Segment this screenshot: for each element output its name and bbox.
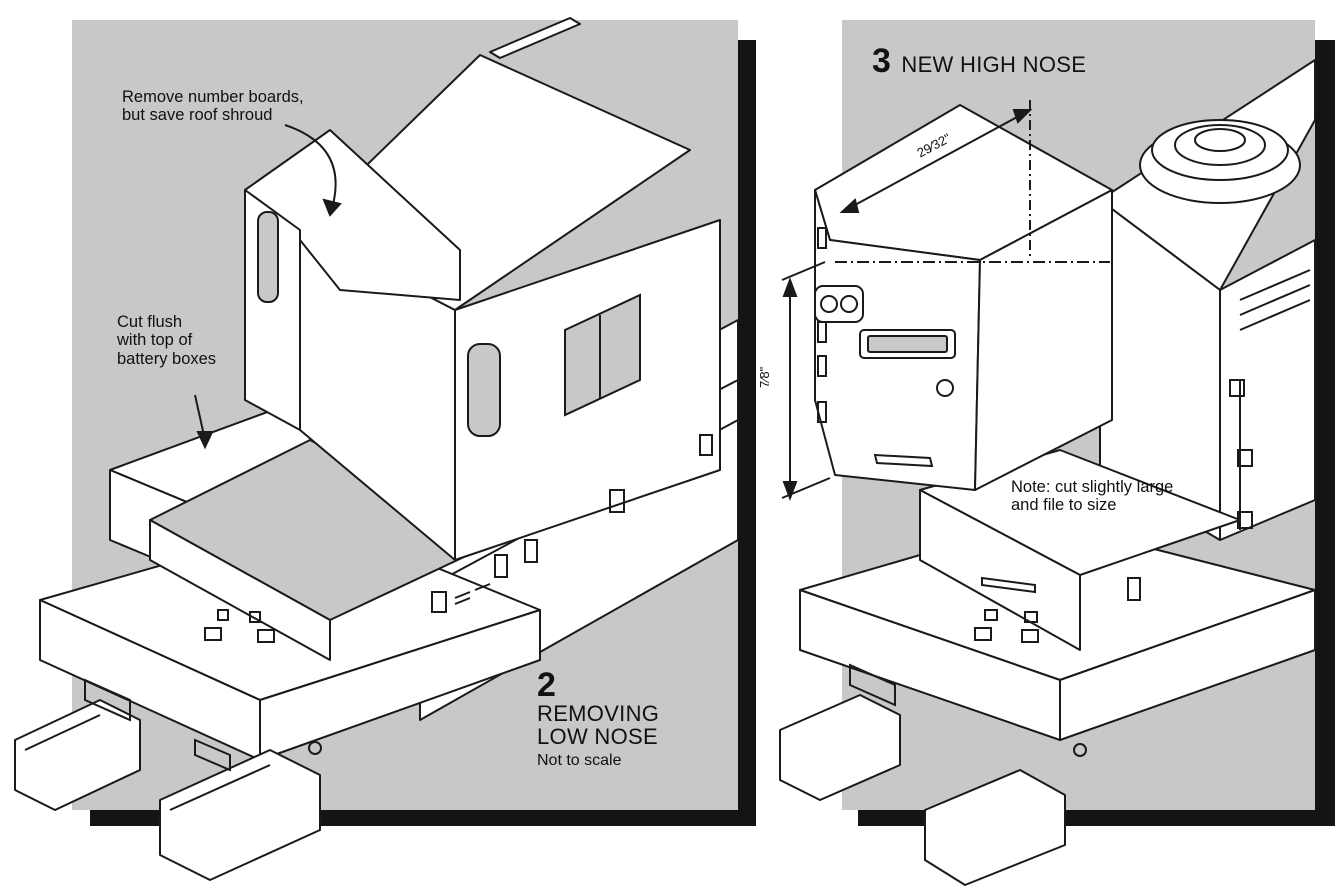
long-hood-right-panel-3	[1219, 239, 1316, 541]
new-nose-side	[974, 189, 1113, 491]
note-number-boards-line1: Remove number boards,	[122, 88, 304, 106]
deck-side-panel-3	[1059, 589, 1316, 741]
note-cut-large-line1: Note: cut slightly large	[1011, 478, 1174, 496]
cab-side-window-panel-2	[564, 293, 641, 417]
note-cut-large-line2: and file to size	[1011, 496, 1117, 515]
pilot-steps-left-panel-2	[14, 699, 141, 811]
note-number-boards: Remove number boards, but save roof shro…	[122, 88, 304, 125]
pilot-steps-right-panel-2	[159, 749, 321, 881]
cab-front-window-panel-2	[257, 211, 279, 303]
cab-door-window-panel-2	[467, 343, 501, 437]
figure-2-caption: 2 REMOVING LOW NOSE Not to scale	[537, 668, 659, 770]
note-cut-flush-line1: Cut flush	[117, 313, 183, 331]
pilot-steps-left-panel-3	[779, 694, 901, 801]
arrow-number-boards	[284, 124, 337, 216]
note-number-boards-line2: but save roof shroud	[122, 106, 273, 125]
deck-side-panel-2	[259, 609, 541, 761]
panel-3	[779, 20, 1335, 886]
note-cut-flush-line3: battery boxes	[117, 349, 217, 368]
cab-base-front-panel-3	[919, 489, 1081, 651]
note-cut-large: Note: cut slightly large and file to siz…	[1011, 478, 1173, 515]
figure-3-caption: 3 NEW HIGH NOSE	[872, 44, 1086, 78]
figure-2-number: 2	[537, 666, 556, 704]
figure-3-title: NEW HIGH NOSE	[901, 52, 1087, 77]
note-cut-flush-line2: with top of	[117, 331, 193, 350]
roof-rail-panel-2	[489, 17, 581, 59]
new-nose-headlight	[814, 285, 864, 323]
figure-2-title-line2: LOW NOSE	[537, 724, 658, 750]
dimension-height-label: 7⁄8"	[757, 366, 772, 388]
panel-2	[14, 17, 756, 881]
dim-width-line	[841, 109, 1031, 213]
cut-nose-front-panel-2	[149, 519, 331, 661]
figure-2-title-line1: REMOVING	[537, 701, 660, 726]
figure-3-number: 3	[872, 42, 891, 80]
figure-2-subtitle: Not to scale	[537, 752, 622, 770]
note-cut-flush: Cut flush with top of battery boxes	[117, 313, 216, 368]
pilot-steps-right-panel-3	[924, 769, 1066, 886]
